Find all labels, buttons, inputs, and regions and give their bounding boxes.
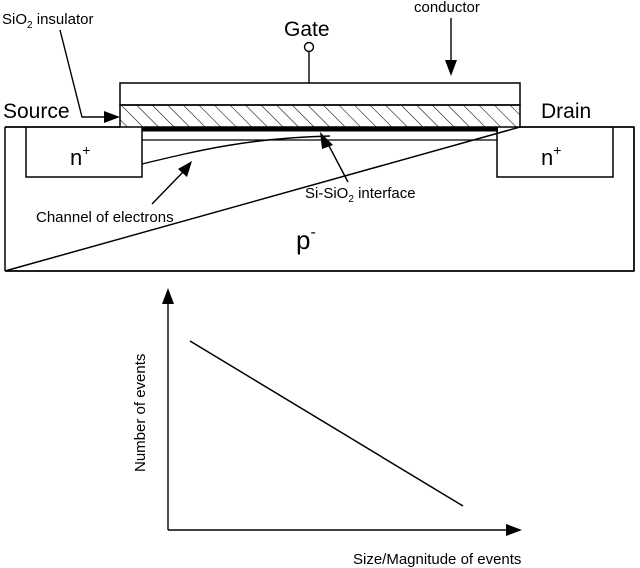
source-n-plus-label: n+ [70, 142, 90, 170]
channel-arrow-head [178, 161, 192, 177]
p-minus-substrate-label: p- [296, 224, 316, 255]
mosfet-diagram: Gate conductor SiO2 insulator Source Dra… [2, 0, 635, 272]
si-sio2-interface-label: Si-SiO2 interface [305, 185, 416, 205]
gate-terminal-node [303, 41, 315, 53]
plot-decreasing-line [189, 340, 464, 507]
plot-x-axis-label: Size/Magnitude of events [353, 551, 521, 568]
interface-arrow-head [320, 132, 333, 149]
drain-n-plus-label: n+ [541, 142, 561, 170]
drain-label: Drain [541, 100, 591, 123]
source-n-plus-well [25, 127, 143, 178]
conductor-label: conductor [414, 0, 480, 16]
plot-y-axis-arrowhead [162, 288, 174, 304]
conductor-arrow-head [445, 60, 457, 76]
sio2-insulator-arrow-shaft [59, 29, 112, 118]
plot-x-axis-arrowhead [506, 524, 522, 536]
drain-n-plus-well [496, 127, 614, 178]
channel-arrow-shaft [151, 171, 184, 205]
sio2-insulator-arrow-head [104, 111, 120, 123]
source-label: Source [3, 100, 70, 123]
electron-channel-curve [141, 135, 331, 165]
plot-y-axis-label: Number of events [132, 354, 149, 472]
gate-label: Gate [284, 18, 330, 41]
events-plot: Number of events Size/Magnitude of event… [132, 288, 522, 568]
sio2-insulator-label: SiO2 insulator [2, 11, 93, 31]
channel-of-electrons-label: Channel of electrons [36, 209, 174, 226]
gate-conductor-layer [119, 82, 521, 106]
sio2-oxide-layer [119, 104, 521, 128]
interface-arrow-shaft [327, 143, 349, 183]
